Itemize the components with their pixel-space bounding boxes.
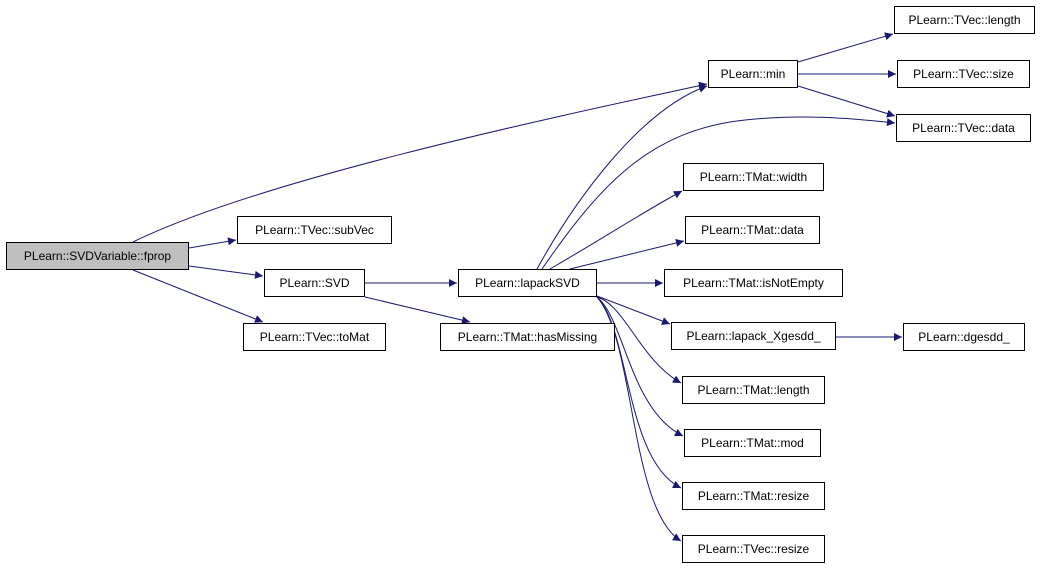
edge-lapacksvd-tvecresize (596, 296, 682, 542)
edge-lapacksvd-tmatlength (596, 296, 682, 384)
node-min[interactable]: PLearn::min (708, 60, 798, 88)
node-tvec-resize[interactable]: PLearn::TVec::resize (682, 535, 825, 563)
node-tmat-mod[interactable]: PLearn::TMat::mod (684, 429, 821, 457)
node-tmat-data[interactable]: PLearn::TMat::data (685, 216, 820, 244)
node-dgesdd[interactable]: PLearn::dgesdd_ (903, 323, 1025, 351)
node-lapacksvd[interactable]: PLearn::lapackSVD (458, 269, 597, 297)
edge-lapacksvd-tmatresize (596, 296, 682, 489)
edge-lapacksvd-min (536, 84, 708, 270)
edge-lapacksvd-tmatwidth (549, 190, 683, 270)
node-tvec-data[interactable]: PLearn::TVec::data (896, 114, 1031, 142)
node-tmat-length[interactable]: PLearn::TMat::length (682, 376, 825, 404)
edge-fprop-tomat (132, 269, 264, 323)
edge-fprop-subvec (188, 237, 237, 249)
edge-lapacksvd-tmatdata (569, 239, 685, 270)
node-tvec-size[interactable]: PLearn::TVec::size (897, 60, 1030, 88)
edge-lapacksvd-tvecdata (541, 116, 896, 270)
node-svdvariable-fprop: PLearn::SVDVariable::fprop (6, 242, 189, 270)
edge-lapacksvd-xgesdd (596, 295, 671, 325)
node-svd[interactable]: PLearn::SVD (264, 269, 365, 297)
edge-fprop-svd (188, 265, 264, 279)
edge-fprop-min (132, 81, 708, 243)
node-tmat-hasmissing[interactable]: PLearn::TMat::hasMissing (440, 323, 615, 351)
node-tvec-subvec[interactable]: PLearn::TVec::subVec (237, 216, 392, 244)
node-tmat-width[interactable]: PLearn::TMat::width (683, 163, 824, 191)
edge-lapacksvd-tmatmod (596, 296, 684, 437)
node-tmat-resize[interactable]: PLearn::TMat::resize (682, 482, 825, 510)
node-lapack-xgesdd[interactable]: PLearn::lapack_Xgesdd_ (671, 322, 836, 350)
edge-min-tveclength (797, 32, 894, 63)
node-tvec-tomat[interactable]: PLearn::TVec::toMat (243, 323, 386, 351)
node-tmat-isnotempty[interactable]: PLearn::TMat::isNotEmpty (664, 269, 843, 297)
edge-svd-hasmissing (364, 296, 471, 325)
node-tvec-length[interactable]: PLearn::TVec::length (894, 6, 1035, 34)
edge-min-tvecdata (797, 85, 896, 118)
